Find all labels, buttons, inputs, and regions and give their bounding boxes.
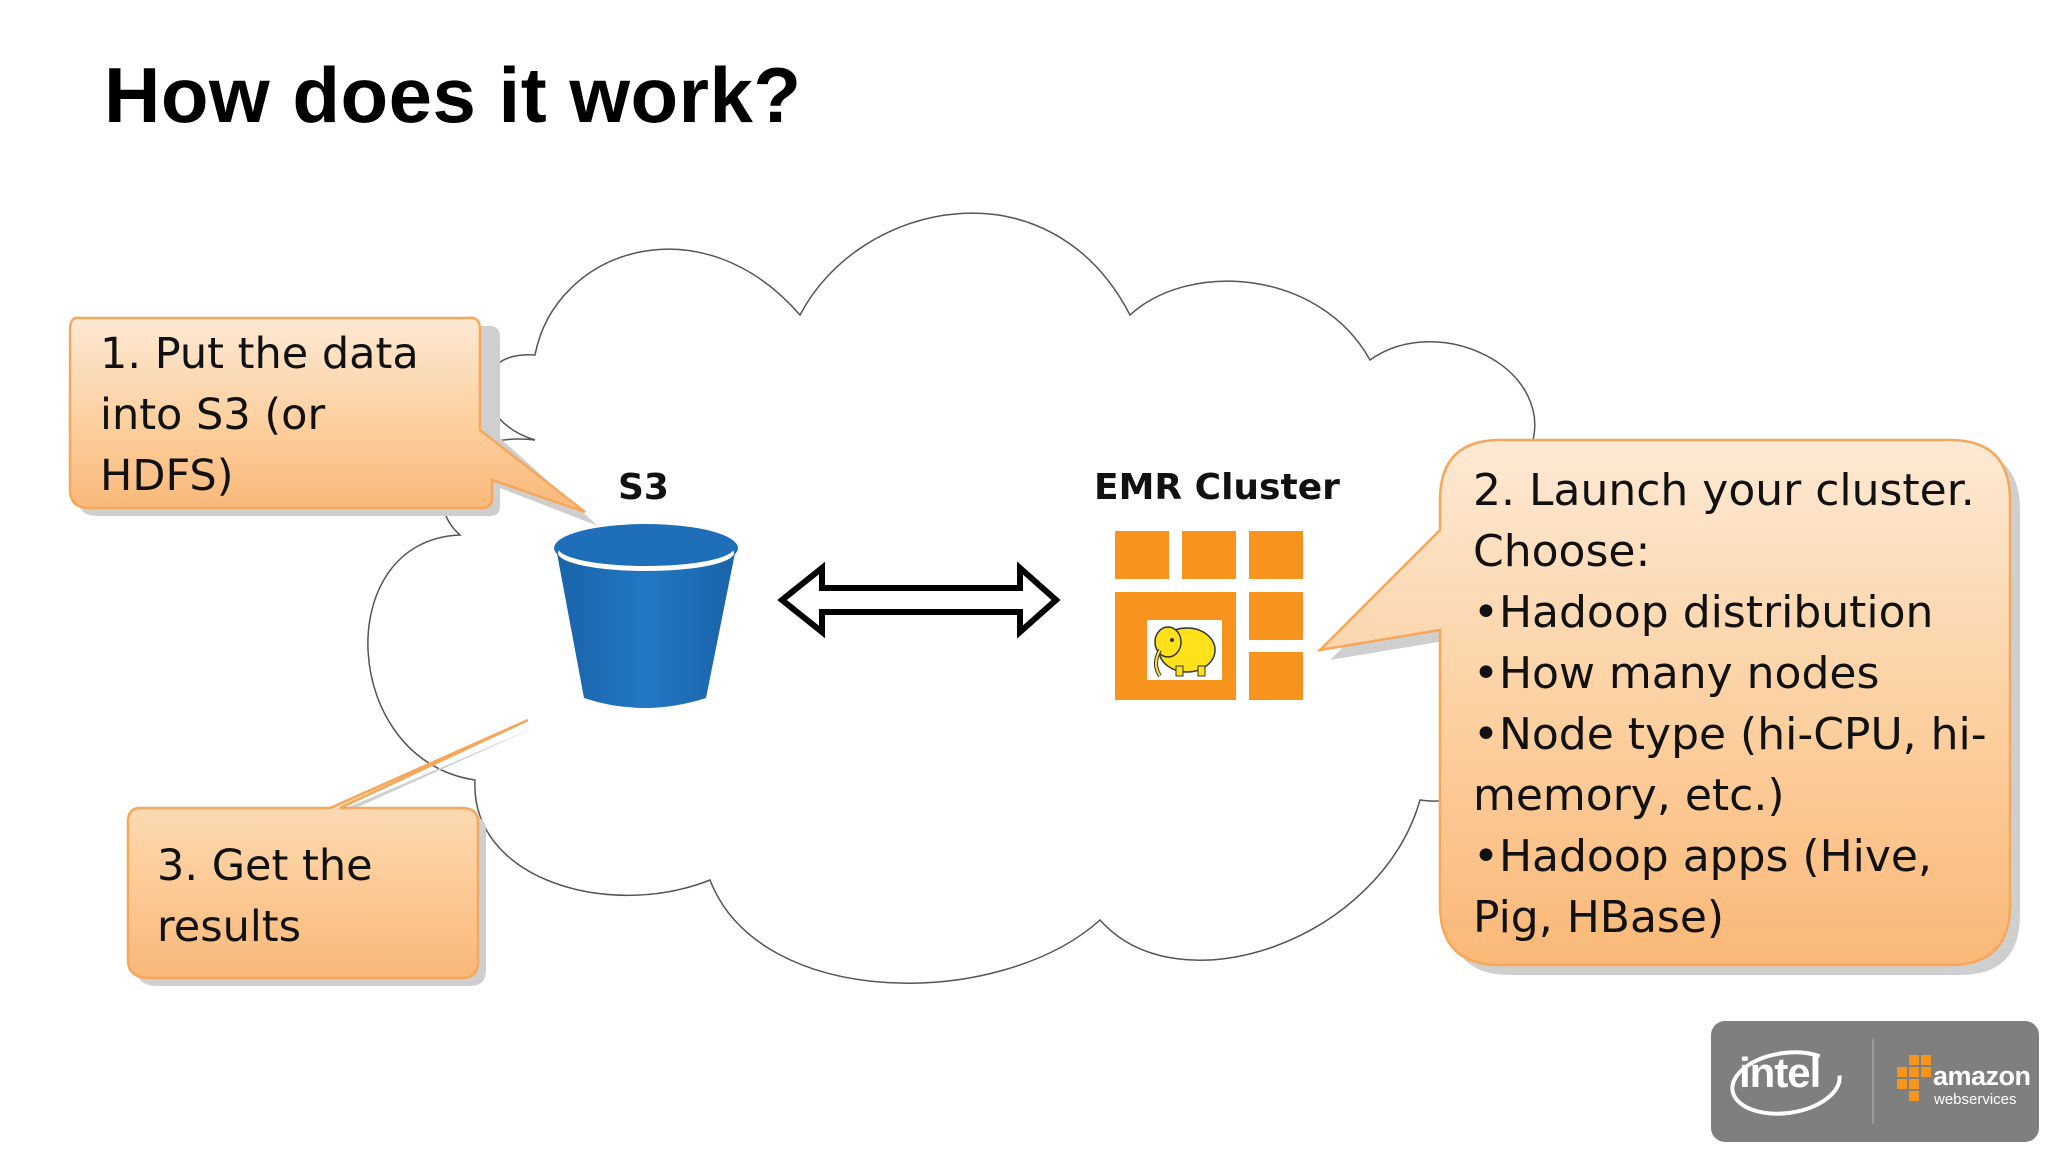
callout-put-data-bubble: [68, 316, 586, 514]
logo-divider: [1872, 1039, 1874, 1124]
emr-cluster-label: EMR Cluster: [1094, 467, 1340, 508]
webservices-logo-text: webservices: [1934, 1091, 2017, 1108]
bidirectional-arrow-icon: [777, 561, 1061, 639]
callout-launch-cluster-bubble: [1316, 438, 2012, 967]
callout-line: HDFS): [100, 451, 234, 501]
callout-put-data-text: 1. Put the data into S3 (or HDFS): [100, 324, 419, 507]
aws-cubes-icon: [1897, 1055, 1931, 1101]
callout-line: 1. Put the data: [100, 329, 419, 379]
callout-get-results-bubble: [126, 718, 529, 980]
callout-line: memory, etc.): [1473, 770, 1785, 821]
slide-title: How does it work?: [104, 51, 802, 139]
emr-cluster-icon: [1115, 531, 1303, 700]
callout-line: 2. Launch your cluster.: [1473, 465, 1975, 516]
callout-line: results: [157, 902, 302, 952]
hadoop-elephant-icon: [1154, 626, 1216, 678]
callout-get-results-text: 3. Get the results: [157, 836, 373, 958]
intel-logo: intel: [1739, 1049, 1821, 1096]
callout-launch-cluster-text: 2. Launch your cluster. Choose: •Hadoop …: [1473, 460, 1987, 948]
callout-bullet: •Hadoop apps (Hive,: [1473, 831, 1932, 882]
callout-bullet: •Hadoop distribution: [1473, 587, 1934, 638]
callout-bullet: •Node type (hi-CPU, hi-: [1473, 709, 1987, 760]
s3-label: S3: [618, 467, 669, 508]
intel-swoosh-icon: [1730, 1050, 1842, 1116]
sponsor-logo-badge: intel amazon webservices: [1711, 1021, 2039, 1142]
amazon-logo-text: amazon: [1933, 1061, 2031, 1091]
s3-bucket-icon: [554, 524, 738, 708]
callout-bullet: •How many nodes: [1473, 648, 1880, 699]
callout-line: into S3 (or: [100, 390, 326, 440]
callout-line: 3. Get the: [157, 841, 373, 891]
callout-line: Pig, HBase): [1473, 892, 1725, 943]
callout-line: Choose:: [1473, 526, 1651, 577]
